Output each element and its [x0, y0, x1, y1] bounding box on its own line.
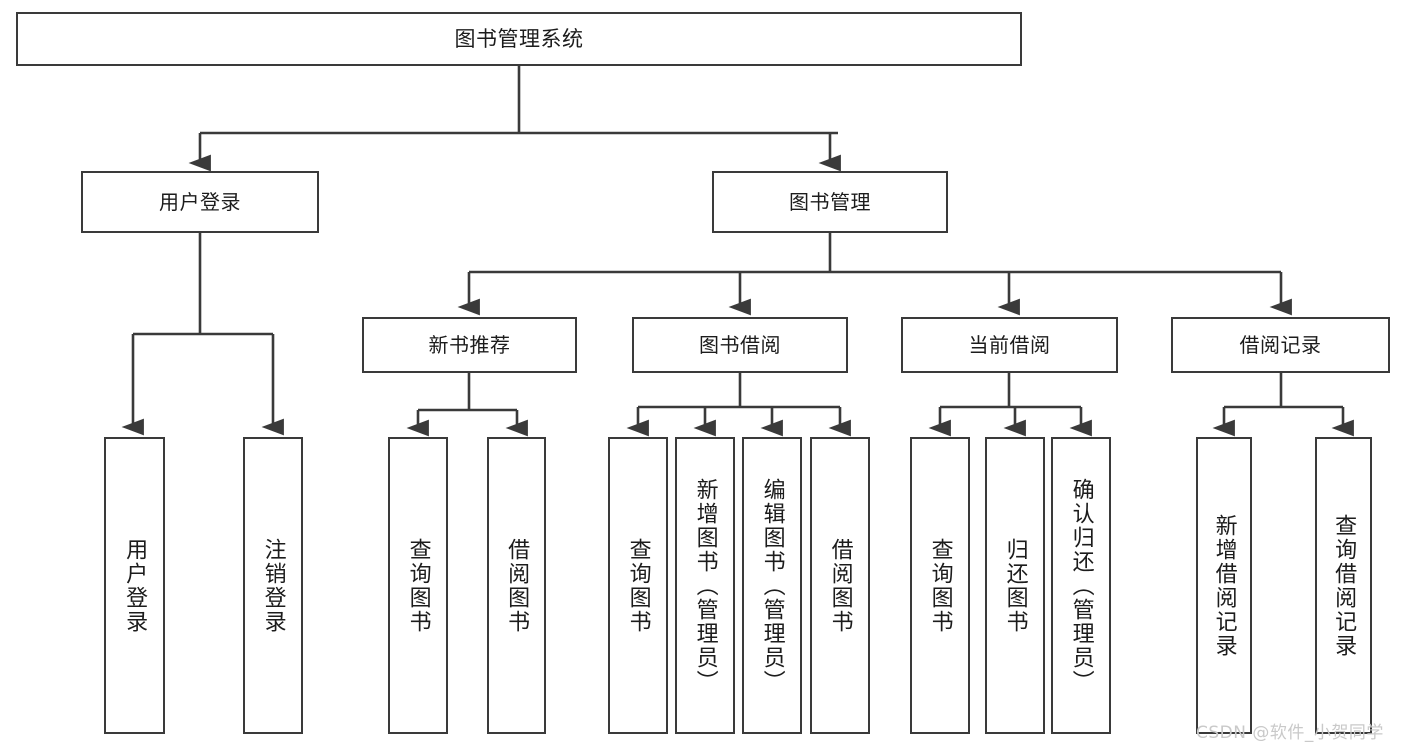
- node-new-book-recommend-label: 新书推荐: [428, 332, 511, 357]
- node-root[interactable]: 图书管理系统: [16, 12, 1022, 66]
- leaf-label: 借阅图书: [504, 537, 530, 634]
- leaf-user-login[interactable]: 用户登录: [104, 437, 165, 734]
- leaf-borrow-book-recommend[interactable]: 借阅图书: [487, 437, 546, 734]
- node-user-login[interactable]: 用户登录: [81, 171, 319, 233]
- leaf-confirm-return-admin[interactable]: 确认归还（管理员）: [1051, 437, 1111, 734]
- leaf-label: 用户登录: [122, 537, 148, 634]
- node-book-borrow[interactable]: 图书借阅: [632, 317, 848, 373]
- leaf-query-book-current[interactable]: 查询图书: [910, 437, 970, 734]
- leaf-query-book-borrow[interactable]: 查询图书: [608, 437, 668, 734]
- leaf-query-borrow-record[interactable]: 查询借阅记录: [1315, 437, 1372, 734]
- leaf-query-book-recommend[interactable]: 查询图书: [388, 437, 448, 734]
- leaf-borrow-book[interactable]: 借阅图书: [810, 437, 870, 734]
- node-borrow-record[interactable]: 借阅记录: [1171, 317, 1390, 373]
- leaf-label: 确认归还（管理员）: [1068, 477, 1094, 694]
- leaf-label: 查询图书: [927, 537, 953, 634]
- node-book-management-label: 图书管理: [789, 189, 871, 214]
- leaf-label: 查询图书: [405, 537, 431, 634]
- node-book-borrow-label: 图书借阅: [699, 332, 781, 357]
- node-new-book-recommend[interactable]: 新书推荐: [362, 317, 577, 373]
- leaf-label: 查询借阅记录: [1331, 513, 1357, 658]
- node-root-label: 图书管理系统: [454, 26, 584, 51]
- leaf-label: 注销登录: [260, 537, 286, 634]
- leaf-label: 归还图书: [1002, 537, 1028, 634]
- node-current-borrow[interactable]: 当前借阅: [901, 317, 1118, 373]
- leaf-add-book-admin[interactable]: 新增图书（管理员）: [675, 437, 735, 734]
- leaf-edit-book-admin[interactable]: 编辑图书（管理员）: [742, 437, 802, 734]
- leaf-return-book[interactable]: 归还图书: [985, 437, 1045, 734]
- leaf-logout[interactable]: 注销登录: [243, 437, 303, 734]
- leaf-label: 借阅图书: [827, 537, 853, 634]
- node-borrow-record-label: 借阅记录: [1239, 332, 1322, 357]
- node-user-login-label: 用户登录: [159, 189, 241, 214]
- node-book-management[interactable]: 图书管理: [712, 171, 948, 233]
- node-current-borrow-label: 当前借阅: [968, 332, 1051, 357]
- leaf-label: 新增借阅记录: [1211, 513, 1237, 658]
- leaf-label: 编辑图书（管理员）: [759, 477, 785, 694]
- leaf-label: 新增图书（管理员）: [692, 477, 718, 694]
- csdn-watermark: CSDN @软件_小贺同学: [1196, 723, 1384, 743]
- leaf-label: 查询图书: [625, 537, 651, 634]
- leaf-add-borrow-record[interactable]: 新增借阅记录: [1196, 437, 1252, 734]
